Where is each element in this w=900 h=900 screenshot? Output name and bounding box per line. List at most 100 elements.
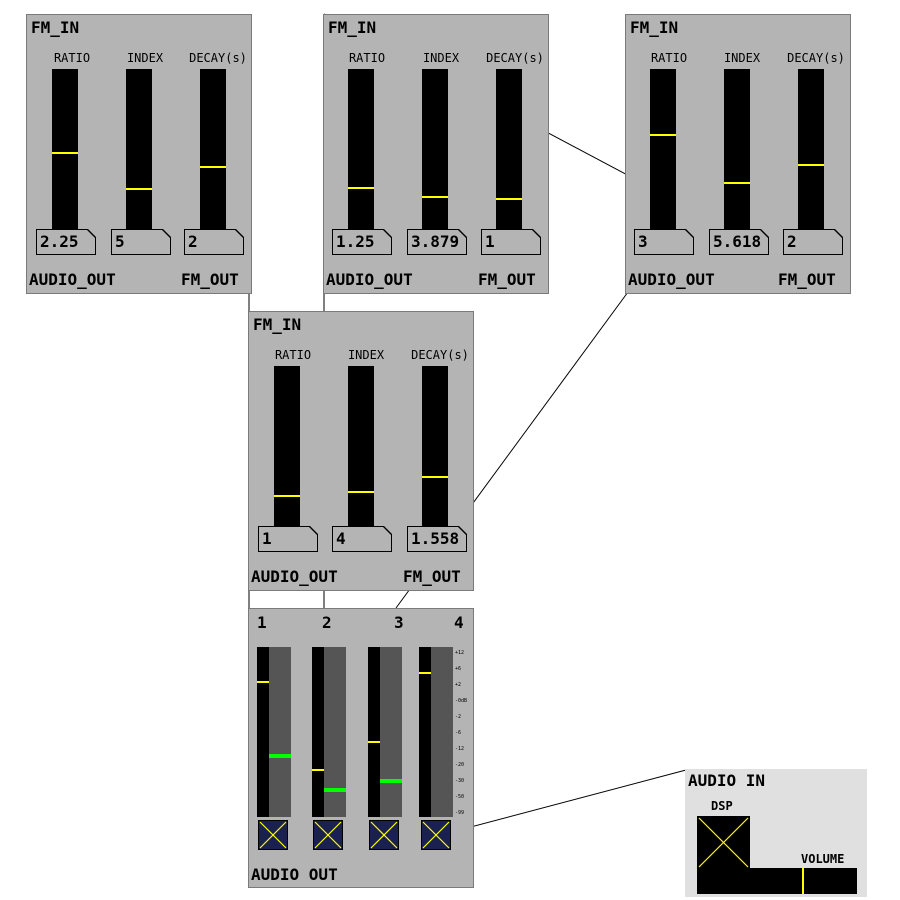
peak-marker: [368, 741, 380, 743]
fader-knob[interactable]: [380, 779, 402, 783]
decay-number-box[interactable]: 2: [783, 229, 843, 255]
db-scale-tick: -30: [455, 778, 465, 784]
channel-label-1: 1: [257, 613, 267, 632]
peak-marker: [257, 681, 269, 683]
audio-in-panel: AUDIO IN DSP VOLUME: [685, 769, 867, 897]
x-icon: [370, 821, 398, 849]
volume-fader-3[interactable]: [380, 647, 402, 817]
audio-out-label: AUDIO_OUT: [628, 270, 715, 289]
volume-knob[interactable]: [802, 868, 804, 894]
db-scale-tick: +6: [455, 666, 462, 672]
mute-toggle-4[interactable]: [421, 820, 451, 850]
fader-knob[interactable]: [324, 788, 346, 792]
slider-knob[interactable]: [348, 491, 374, 493]
volume-fader-4[interactable]: [431, 647, 453, 817]
x-icon: [422, 821, 450, 849]
slider-label-decay: DECAY(s): [486, 51, 544, 65]
module-title: FM_IN: [328, 18, 377, 37]
decay-slider[interactable]: [798, 69, 824, 229]
volume-fader-2[interactable]: [324, 647, 346, 817]
slider-knob[interactable]: [52, 152, 78, 154]
slider-knob[interactable]: [126, 188, 152, 190]
ratio-number-box[interactable]: 2.25: [36, 229, 96, 255]
slider-knob[interactable]: [200, 166, 226, 168]
module-title: FM_IN: [630, 18, 679, 37]
decay-slider[interactable]: [200, 69, 226, 229]
decay-number-box[interactable]: 1: [481, 229, 541, 255]
audio-out-label: AUDIO_OUT: [326, 270, 413, 289]
slider-knob[interactable]: [422, 476, 448, 478]
slider-knob[interactable]: [274, 495, 300, 497]
decay-number-box[interactable]: 2: [184, 229, 244, 255]
slider-label-index: INDEX: [347, 348, 385, 362]
volume-slider[interactable]: [697, 868, 857, 894]
module-title: FM_IN: [253, 315, 302, 334]
ratio-number-box[interactable]: 3: [634, 229, 694, 255]
index-slider[interactable]: [126, 69, 152, 229]
ratio-slider[interactable]: [274, 366, 300, 526]
db-scale-tick: -99: [455, 810, 465, 816]
index-slider[interactable]: [422, 69, 448, 229]
index-slider[interactable]: [348, 366, 374, 526]
peak-marker: [419, 672, 431, 674]
ratio-slider[interactable]: [52, 69, 78, 229]
decay-slider[interactable]: [422, 366, 448, 526]
slider-knob[interactable]: [798, 164, 824, 166]
db-scale-tick: +2: [455, 682, 462, 688]
fader-knob[interactable]: [269, 754, 291, 758]
slider-label-index: INDEX: [723, 51, 761, 65]
slider-label-index: INDEX: [422, 51, 460, 65]
fm-out-label: FM_OUT: [778, 270, 836, 289]
decay-slider[interactable]: [496, 69, 522, 229]
dsp-label: DSP: [711, 799, 733, 813]
slider-knob[interactable]: [348, 187, 374, 189]
slider-label-ratio: RATIO: [650, 51, 688, 65]
db-scale-tick: -0dB: [455, 698, 468, 704]
audio-out-label: AUDIO OUT: [251, 865, 338, 884]
slider-label-index: INDEX: [126, 51, 164, 65]
channel-label-4: 4: [454, 613, 464, 632]
db-scale-tick: -2: [455, 714, 462, 720]
fm-module-1: FM_IN RATIO INDEX DECAY(s) 2.25 5 2 AUDI…: [26, 14, 252, 294]
index-number-box[interactable]: 4: [332, 526, 392, 552]
ratio-slider[interactable]: [348, 69, 374, 229]
db-scale-tick: -50: [455, 794, 465, 800]
slider-knob[interactable]: [724, 182, 750, 184]
slider-label-decay: DECAY(s): [189, 51, 247, 65]
audio-in-title: AUDIO IN: [688, 771, 766, 790]
volume-label: VOLUME: [801, 852, 845, 866]
index-slider[interactable]: [724, 69, 750, 229]
ratio-number-box[interactable]: 1.25: [332, 229, 392, 255]
audio-out-label: AUDIO_OUT: [29, 270, 116, 289]
slider-knob[interactable]: [650, 134, 676, 136]
slider-label-ratio: RATIO: [53, 51, 91, 65]
audio-out-label: AUDIO_OUT: [251, 567, 338, 586]
fm-out-label: FM_OUT: [181, 270, 239, 289]
ratio-number-box[interactable]: 1: [258, 526, 318, 552]
index-number-box[interactable]: 5: [111, 229, 171, 255]
slider-knob[interactable]: [422, 196, 448, 198]
db-scale-tick: +12: [455, 650, 465, 656]
x-icon: [314, 821, 342, 849]
slider-label-decay: DECAY(s): [787, 51, 845, 65]
decay-number-box[interactable]: 1.558: [407, 526, 467, 552]
peak-marker: [312, 769, 324, 771]
db-scale-tick: -12: [455, 746, 465, 752]
fm-module-3: FM_IN RATIO INDEX DECAY(s) 3 5.618 2 AUD…: [625, 14, 851, 294]
index-number-box[interactable]: 3.879: [407, 229, 467, 255]
dsp-toggle[interactable]: [697, 816, 750, 869]
fm-module-4: FM_IN RATIO INDEX DECAY(s) 1 4 1.558 AUD…: [248, 311, 474, 591]
x-icon: [698, 817, 749, 868]
mixer-panel: 1 2 3 4 +12+6+2-0dB-2-6-12-20-30-50-99 A…: [248, 608, 474, 888]
slider-knob[interactable]: [496, 198, 522, 200]
slider-label-decay: DECAY(s): [411, 348, 469, 362]
mute-toggle-1[interactable]: [258, 820, 288, 850]
mute-toggle-3[interactable]: [369, 820, 399, 850]
fm-out-label: FM_OUT: [478, 270, 536, 289]
index-number-box[interactable]: 5.618: [709, 229, 769, 255]
ratio-slider[interactable]: [650, 69, 676, 229]
volume-fader-1[interactable]: [269, 647, 291, 817]
level-meter-4: [419, 647, 431, 817]
mute-toggle-2[interactable]: [313, 820, 343, 850]
fm-out-label: FM_OUT: [403, 567, 461, 586]
